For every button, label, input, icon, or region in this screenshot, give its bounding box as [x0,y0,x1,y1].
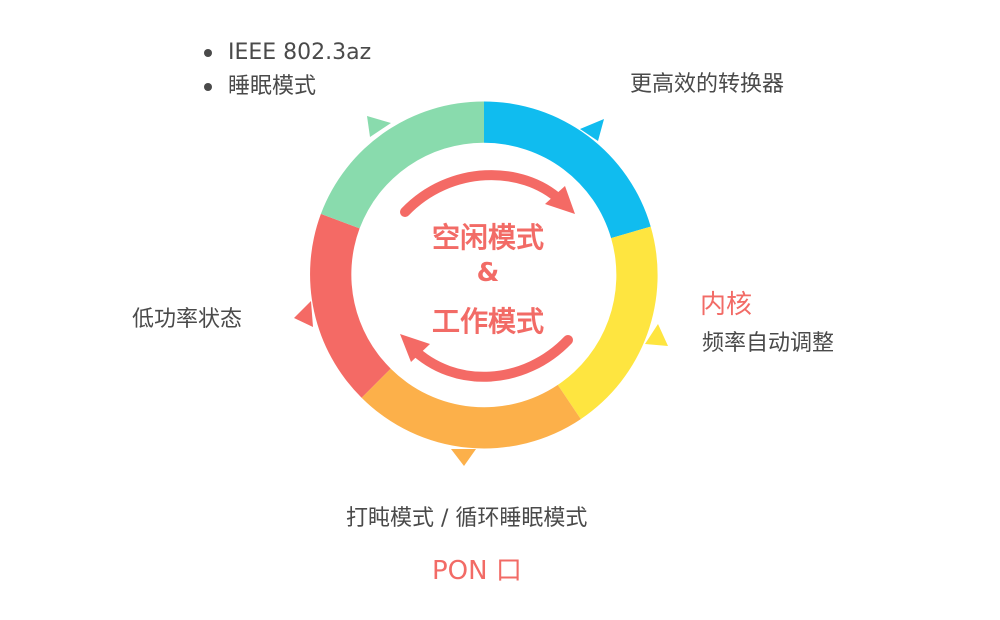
label-core-title: 内核 [700,290,753,320]
center-title-idle: 空闲模式 [431,221,544,254]
pointer-triangle-green [367,116,391,137]
label-converter: 更高效的转换器 [630,72,785,97]
ring-segment-blue [484,101,651,239]
cycle-arrow-bottom [407,335,573,382]
ring-segment-red [310,213,391,398]
ring-segment-orange [361,368,581,449]
pointer-triangle-orange [451,449,476,466]
bullet-item: 睡眠模式 [204,70,371,104]
bullet-dot-icon [204,49,212,57]
cycle-arrow-top-head [545,186,575,214]
top-left-bullet-list: IEEE 802.3az 睡眠模式 [204,36,371,104]
bullet-text: IEEE 802.3az [228,40,372,65]
bullet-item: IEEE 802.3az [204,36,371,70]
pointer-triangle-blue [580,119,604,141]
bullet-dot-icon [204,83,212,91]
center-ampersand: & [476,258,500,288]
pointer-triangle-red [294,301,313,327]
cycle-arrow-top [400,170,565,217]
label-pon-port: PON 口 [432,556,522,586]
bullet-text: 睡眠模式 [228,74,317,99]
label-core-frequency: 频率自动调整 [702,331,835,356]
label-low-power: 低功率状态 [132,307,243,332]
center-title-work: 工作模式 [431,305,544,338]
label-doze-mode: 打盹模式 / 循环睡眠模式 [346,506,588,531]
pointer-triangle-yellow [645,324,668,346]
ring-segment-yellow [557,226,658,420]
ring-segment-green [320,101,484,229]
cycle-arrow-bottom-head [400,334,430,362]
